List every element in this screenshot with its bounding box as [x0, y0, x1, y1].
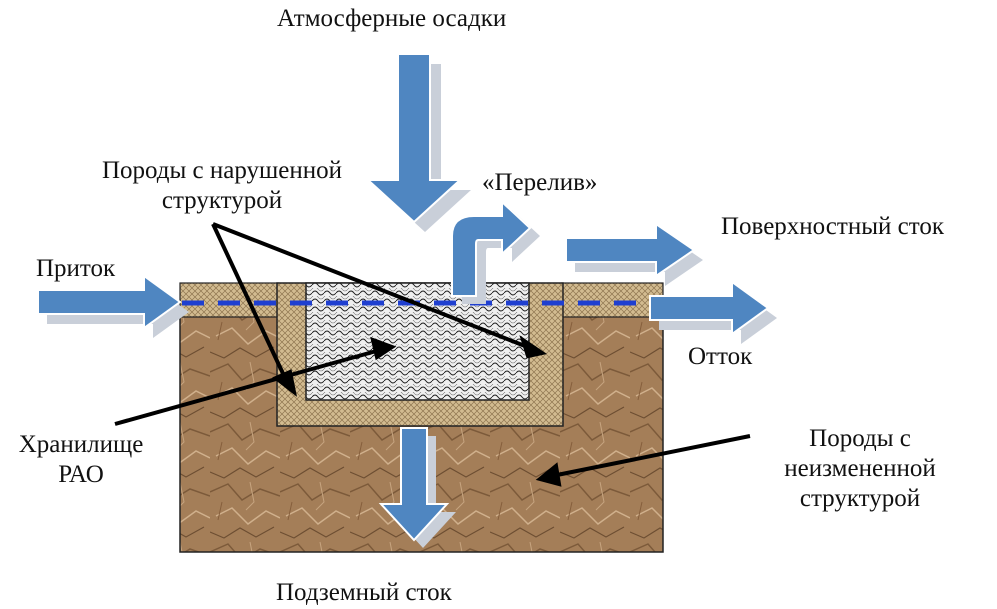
undisturbed-rocks-label-line2: неизмененной	[784, 455, 936, 482]
arrow-right-icon	[37, 274, 189, 338]
disturbed-rocks-label-line2: структурой	[161, 187, 283, 214]
arrow-right-icon	[649, 280, 777, 344]
arrow-right-icon	[565, 222, 703, 286]
outflow-label: Отток	[688, 343, 753, 370]
disturbed-layer-right	[561, 282, 664, 318]
surface-runoff-label: Поверхностный сток	[721, 213, 944, 240]
arrow-down-icon	[378, 427, 456, 548]
disturbed-rocks-label: Породы с нарушенной структурой	[72, 156, 372, 216]
leader-lines	[114, 222, 751, 487]
disturbed-rocks-label-line1: Породы с нарушенной	[101, 157, 343, 184]
disturbed-layer-left	[179, 282, 279, 318]
storage-label-line2: РАО	[58, 461, 104, 488]
undisturbed-rocks-label-line3: структурой	[799, 485, 921, 512]
overflow-label: «Перелив»	[482, 169, 598, 196]
inflow-label: Приток	[36, 255, 116, 282]
storage-label-line1: Хранилище	[18, 431, 144, 458]
underground-runoff-label: Подземный сток	[276, 579, 452, 606]
undisturbed-rocks-label-line1: Породы с	[809, 425, 911, 452]
arrow-down-icon	[365, 53, 471, 232]
undisturbed-rocks-label: Породы с неизмененной структурой	[760, 424, 960, 514]
curved-arrow-icon	[451, 199, 540, 304]
precipitation-label: Атмосферные осадки	[277, 5, 507, 32]
storage-label: Хранилище РАО	[0, 430, 162, 490]
